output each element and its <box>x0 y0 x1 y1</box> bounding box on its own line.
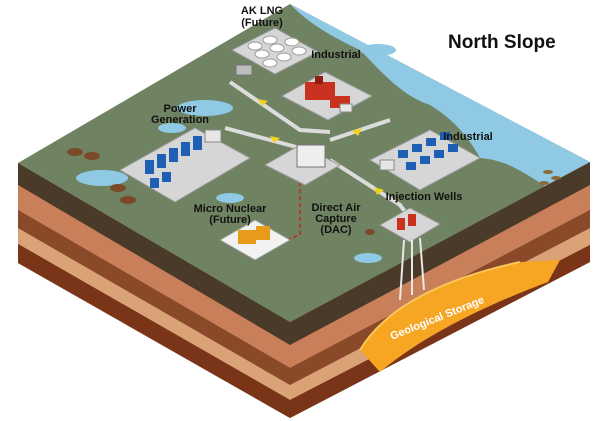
pipeline-arrows <box>258 99 384 195</box>
ak-lng-facility <box>230 27 320 76</box>
power-label-1: Power <box>163 103 197 115</box>
micro-nuclear-facility <box>218 219 292 261</box>
fish-icon <box>539 170 561 185</box>
power-label-2: Generation <box>151 114 209 126</box>
diagram-title: North Slope <box>448 32 556 53</box>
caribou-icon <box>67 148 375 235</box>
dac-label-2: Capture <box>315 213 357 225</box>
dac-label-3: (DAC) <box>320 224 351 236</box>
industrial-facility-right <box>368 129 482 191</box>
soil-left-face <box>18 163 290 418</box>
injection-wells-label: Injection Wells <box>386 191 463 203</box>
power-generation-facility <box>118 127 252 203</box>
lakes <box>76 44 396 263</box>
micro-nuclear-label-2: (Future) <box>209 214 251 226</box>
dac-facility <box>263 144 342 186</box>
ak-lng-label: AK LNG <box>241 5 283 17</box>
injection-wells-facility <box>378 207 442 301</box>
industrial-top-label: Industrial <box>311 49 361 61</box>
industrial-right-label: Industrial <box>443 131 493 143</box>
geological-storage-reservoir <box>360 260 560 372</box>
ak-lng-sublabel: (Future) <box>241 17 283 29</box>
dac-label-1: Direct Air <box>311 202 361 214</box>
soil-right-face <box>290 162 590 418</box>
industrial-facility-top <box>280 71 374 121</box>
micro-nuclear-label-1: Micro Nuclear <box>194 203 267 215</box>
